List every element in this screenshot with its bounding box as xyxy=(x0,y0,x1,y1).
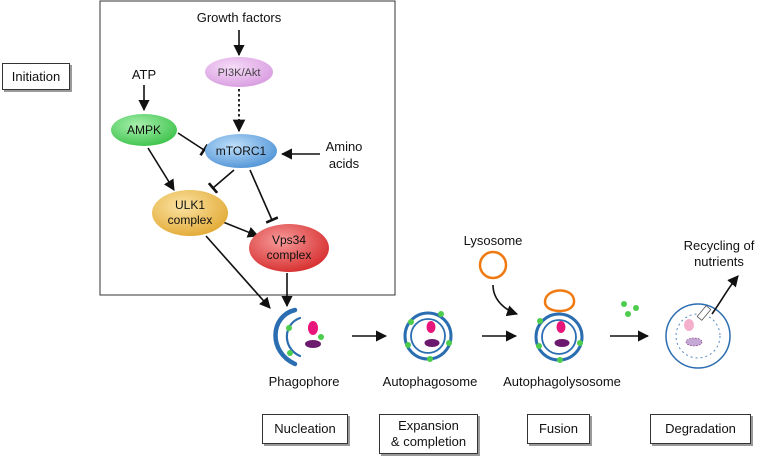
degrading-vesicle-illustration xyxy=(665,303,731,369)
inhibit-mtorc1-vps34 xyxy=(249,169,279,224)
inhibit-ampk-mtorc1 xyxy=(177,132,209,157)
stage-fusion-label: Fusion xyxy=(538,421,579,437)
stage-degradation-label: Degradation xyxy=(665,421,736,437)
amino-acids-label-1: Amino xyxy=(326,139,363,154)
stage-expansion-label-2: & completion xyxy=(390,434,467,449)
stage-nucleation: Nucleation xyxy=(262,414,348,444)
vps34-label-2: complex xyxy=(267,248,312,262)
stage-fusion: Fusion xyxy=(527,414,590,444)
amino-acids-label-2: acids xyxy=(329,156,360,171)
nutrient-dot xyxy=(625,311,631,317)
nutrient-dot xyxy=(621,301,627,307)
lysosome-illustration xyxy=(478,250,508,280)
autophagolysosome-illustration xyxy=(534,289,584,363)
phagophore-label: Phagophore xyxy=(269,374,340,389)
growth-factors-label: Growth factors xyxy=(197,10,282,25)
vps34-node xyxy=(249,224,329,272)
stage-nucleation-label: Nucleation xyxy=(274,421,336,437)
ulk1-node xyxy=(152,190,228,236)
arrow-ampk-to-ulk1 xyxy=(147,147,175,191)
ampk-label: AMPK xyxy=(127,123,161,137)
mtorc1-node xyxy=(205,134,277,168)
lysosome-label: Lysosome xyxy=(464,233,523,248)
autophagosome-label: Autophagosome xyxy=(383,374,478,389)
pi3k-label: PI3K/Akt xyxy=(218,67,261,79)
pi3k-node xyxy=(205,57,273,87)
stage-expansion: Expansion & completion xyxy=(379,414,478,454)
signaling-box xyxy=(99,0,396,296)
atp-label: ATP xyxy=(132,67,156,82)
recycling-label-2: nutrients xyxy=(694,254,744,269)
stage-initiation-label: Initiation xyxy=(11,68,61,84)
ulk1-label-2: complex xyxy=(168,213,213,227)
inhibit-mtorc1-ulk1 xyxy=(207,169,235,194)
stage-initiation: Initiation xyxy=(2,63,70,90)
stage-degradation: Degradation xyxy=(650,414,751,444)
mtorc1-label: mTORC1 xyxy=(216,144,267,158)
phagophore-illustration xyxy=(273,307,324,367)
nutrient-dot xyxy=(633,305,639,311)
arrow-ulk1-to-phagophore xyxy=(205,235,271,309)
arrow-ulk1-to-vps34 xyxy=(222,221,260,238)
autophagosome-illustration xyxy=(403,311,453,362)
autophagolysosome-label: Autophagolysosome xyxy=(503,374,621,389)
vps34-label-1: Vps34 xyxy=(272,233,306,247)
arrow-recycling xyxy=(711,275,739,315)
ampk-node xyxy=(111,114,177,146)
ulk1-label-1: ULK1 xyxy=(175,198,205,212)
stage-expansion-label-1: Expansion xyxy=(398,418,459,434)
arrow-lysosome-to-fusion xyxy=(492,284,519,317)
recycling-label-1: Recycling of xyxy=(684,238,755,253)
